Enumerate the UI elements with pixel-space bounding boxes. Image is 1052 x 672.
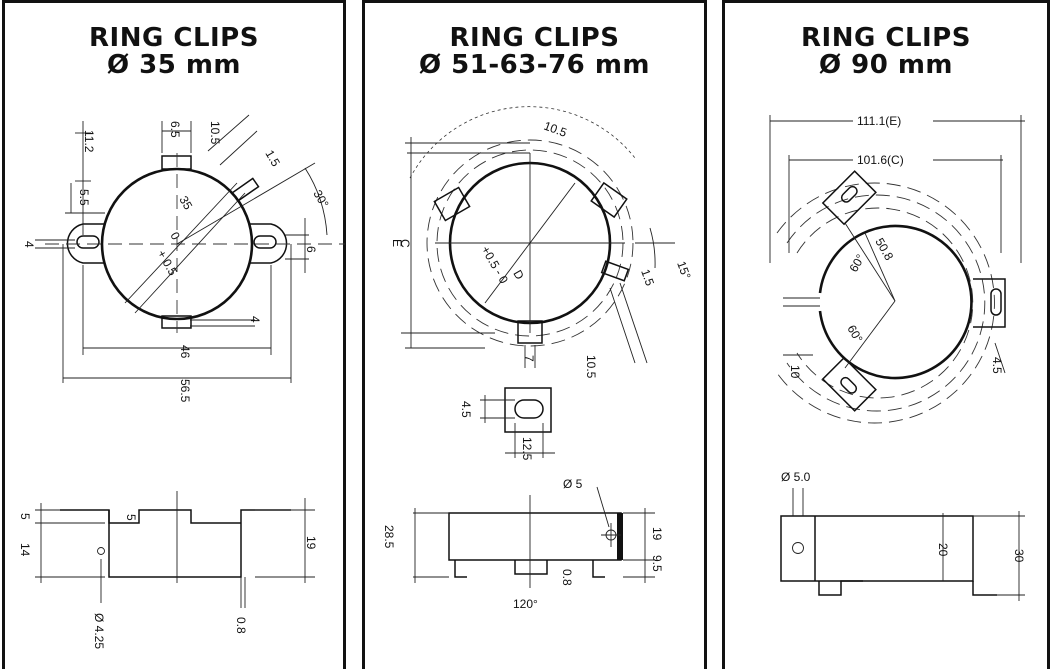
dim-1-5: 1.5 (638, 267, 657, 288)
dim-7: 7 (522, 355, 536, 362)
label-bg (853, 113, 933, 129)
panel-ring-clips-51-63-76: RING CLIPS Ø 51-63-76 mm (362, 0, 707, 669)
dim-C: C (398, 239, 412, 248)
dim-10-5: 10.5 (208, 121, 222, 145)
dim-side-120-deg: 120° (513, 597, 538, 611)
panel-subtitle: Ø 35 mm (106, 50, 242, 80)
dim-6: 6 (304, 246, 318, 253)
dim-side-0-8: 0.8 (234, 617, 248, 634)
side-view (413, 486, 655, 588)
dim-60-deg-top: 60° (846, 252, 867, 275)
label-bg (853, 152, 933, 168)
dim-12-5: 12.5 (520, 437, 534, 461)
dim-side-9-5: 9.5 (650, 555, 664, 572)
dim-46: 46 (178, 345, 192, 359)
dim-30-deg: 30° (310, 188, 331, 211)
dim-side-5-left: 5 (18, 513, 32, 520)
panel-ring-clips-90: RING CLIPS Ø 90 mm (722, 0, 1050, 669)
dim-15-deg: 15° (674, 259, 693, 281)
panel-title: RING CLIPS (89, 23, 259, 53)
dim-side-dia-4-25: Ø 4.25 (92, 613, 106, 649)
dim-5-5: 5.5 (77, 189, 91, 206)
dim-side-30: 30 (1012, 549, 1026, 563)
side-view (780, 488, 1025, 601)
dim-60-deg-bottom: 60° (844, 323, 865, 346)
ring-clip-90-drawing: 111.1(E) 101.6(C) 60° 60° 50.8 10 4.5 Ø … (769, 113, 1026, 601)
dim-1-5: 1.5 (262, 148, 283, 170)
dim-35: 35 (176, 194, 195, 213)
dim-plus-0-5: + 0.5 (154, 248, 180, 279)
dim-side-14: 14 (18, 543, 32, 557)
panel-title: RING CLIPS (449, 23, 620, 53)
dim-56-5: 56.5 (178, 379, 192, 403)
dim-10-5-top: 10.5 (542, 119, 569, 140)
dim-D: D (510, 268, 527, 283)
panel-title: RING CLIPS (801, 23, 971, 53)
ring-clip-35-drawing: 11.2 6.5 10.5 1.5 30° 5.5 35 0 + 0.5 4 6… (18, 114, 345, 649)
side-view (35, 491, 315, 608)
dim-101-6-C: 101.6(C) (857, 153, 904, 167)
dim-4-left: 4 (22, 241, 36, 248)
panel-ring-clips-35: RING CLIPS Ø 35 mm (2, 0, 346, 669)
panel-subtitle: Ø 51-63-76 mm (418, 50, 651, 80)
dim-4-5: 4.5 (459, 401, 473, 418)
dim-4-5: 4.5 (990, 357, 1004, 374)
dim-4-bottom: 4 (248, 316, 262, 323)
dim-0: 0 (167, 230, 183, 243)
dim-side-28-5: 28.5 (382, 525, 396, 549)
top-view (401, 106, 675, 458)
dim-E: E (390, 239, 404, 247)
top-view (35, 114, 345, 383)
dim-side-19: 19 (304, 536, 318, 550)
panel-subtitle: Ø 90 mm (818, 50, 954, 80)
top-view (769, 115, 1025, 424)
dim-10: 10 (788, 365, 802, 379)
dim-side-dia-5-0: Ø 5.0 (781, 470, 811, 484)
ring-clip-51-63-76-drawing: 10.5 E C D +0.5 - 0 15° 1.5 10.5 7 4.5 1… (382, 106, 694, 611)
dim-side-20: 20 (936, 543, 950, 557)
dim-11-2: 11.2 (82, 130, 96, 153)
dim-6-5: 6.5 (168, 121, 182, 138)
dim-side-19: 19 (650, 527, 664, 541)
dim-side-5-mid: 5 (124, 514, 138, 521)
dim-10-5-bottom: 10.5 (584, 355, 598, 379)
dim-111-1-E: 111.1(E) (857, 114, 901, 128)
dim-side-0-8: 0.8 (560, 569, 574, 586)
dim-side-dia-5: Ø 5 (563, 477, 583, 491)
dim-plus-0-5-minus-0: +0.5 - 0 (478, 244, 511, 287)
